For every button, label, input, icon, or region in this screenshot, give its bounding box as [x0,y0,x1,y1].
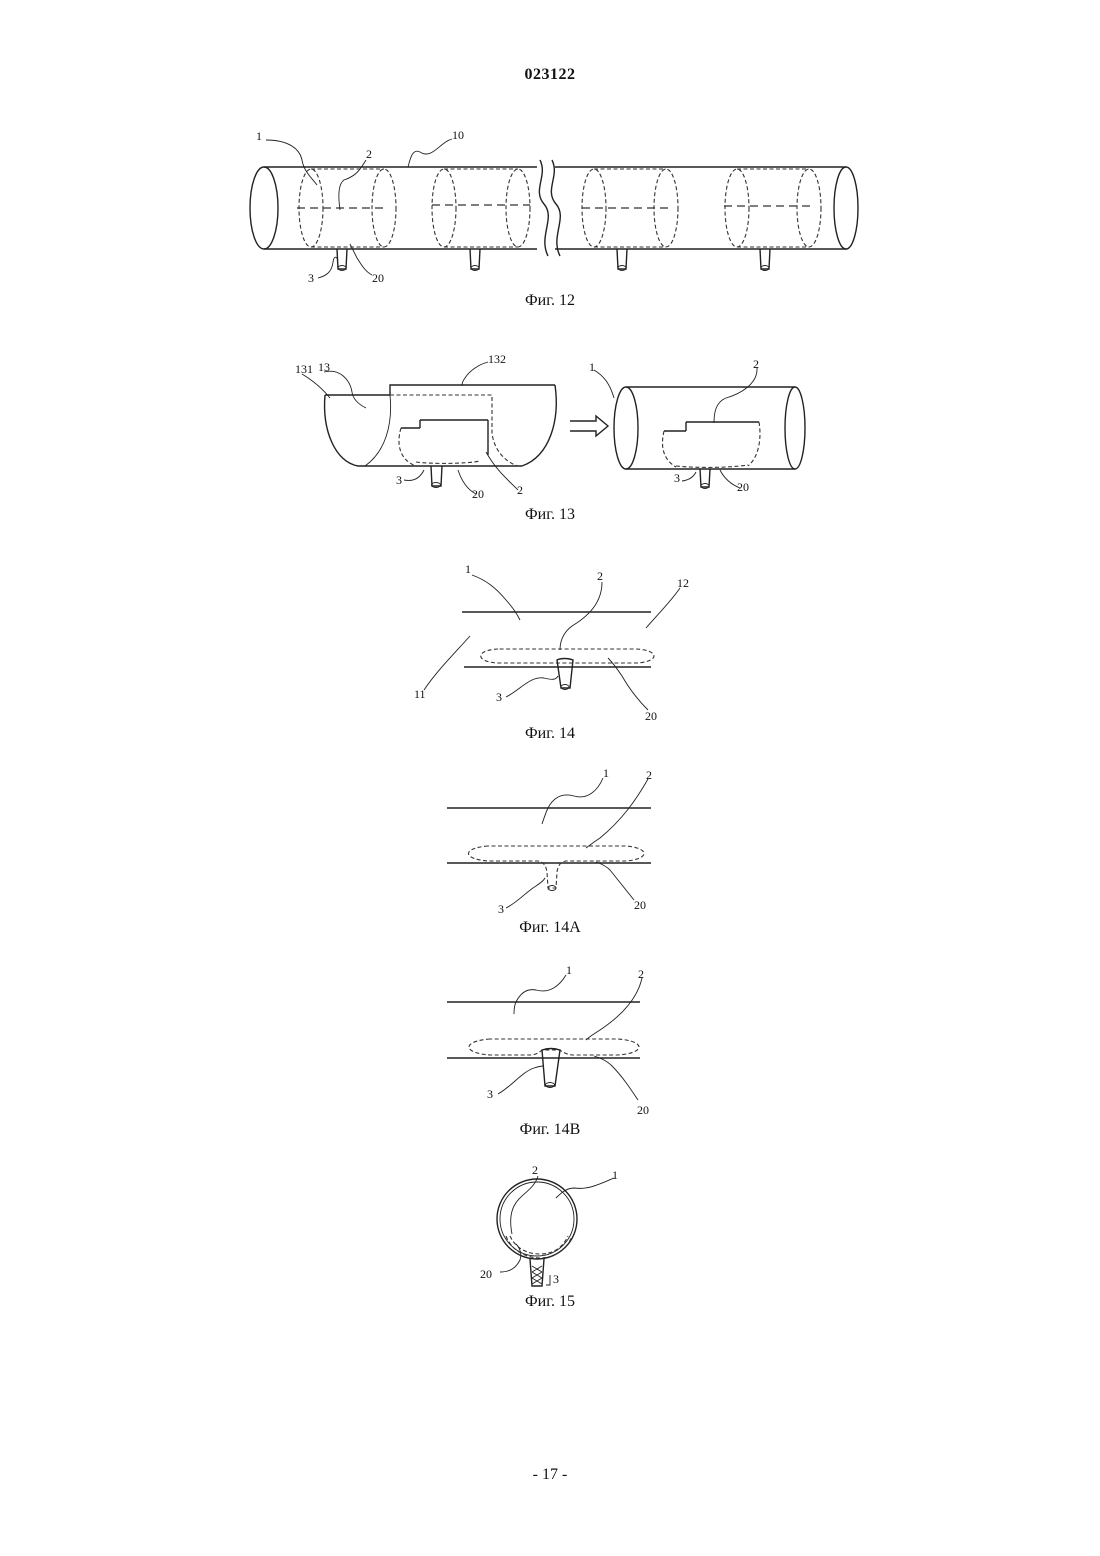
fig13-right-label-20: 20 [737,480,749,494]
fig14-caption: Фиг. 14 [525,725,575,742]
fig15-label-3: 3 [553,1272,559,1286]
fig13-label-20: 20 [472,487,484,501]
fig14a-label-2: 2 [646,768,652,782]
fig14b-label-1: 1 [566,963,572,977]
fig13-label-132: 132 [488,352,506,366]
fig12-label-2: 2 [366,147,372,161]
fig14-label-1: 1 [465,562,471,576]
fig14-label-12: 12 [677,576,689,590]
fig15-label-2: 2 [532,1163,538,1177]
fig15-label-1: 1 [612,1168,618,1182]
fig14a-label-20: 20 [634,898,646,912]
fig12-label-10: 10 [452,128,464,142]
fig14a-label-3: 3 [498,902,504,916]
figure-15: 2 1 20 3 Фиг. 15 [480,1163,618,1310]
fig14b-label-2: 2 [638,967,644,981]
page-number: - 17 - [0,1466,1100,1484]
fig12-label-1: 1 [256,129,262,143]
figure-14b: 1 2 3 20 Фиг. 14B [447,963,649,1138]
fig15-caption: Фиг. 15 [525,1293,575,1310]
fig14b-label-20: 20 [637,1103,649,1117]
fig15-label-20: 20 [480,1267,492,1281]
fig14a-label-1: 1 [603,766,609,780]
figure-14: 1 2 12 11 3 20 Фиг. 14 [414,562,689,742]
fig14a-caption: Фиг. 14A [519,919,581,936]
fig13-right-label-2: 2 [753,357,759,371]
fig13-caption: Фиг. 13 [525,506,575,523]
fig14-label-2: 2 [597,569,603,583]
fig12-label-20: 20 [372,271,384,285]
fig14b-caption: Фиг. 14B [520,1121,581,1138]
fig13-label-131: 131 [295,362,313,376]
fig13-right-label-3: 3 [674,471,680,485]
fig12-caption: Фиг. 12 [525,292,575,309]
figure-12: 1 2 10 3 20 Фиг. 12 [250,128,858,309]
fig13-right-label-1: 1 [589,360,595,374]
fig14b-label-3: 3 [487,1087,493,1101]
fig14-label-11: 11 [414,687,426,701]
fig14-label-3: 3 [496,690,502,704]
fig13-label-13: 13 [318,360,330,374]
fig13-label-2: 2 [517,483,523,497]
fig13-label-3: 3 [396,473,402,487]
figure-14a: 1 2 3 20 Фиг. 14A [447,766,652,936]
fig12-label-3: 3 [308,271,314,285]
figure-13: 13 131 132 3 20 2 1 2 3 20 Фиг. 13 [295,352,805,523]
fig14-label-20: 20 [645,709,657,723]
